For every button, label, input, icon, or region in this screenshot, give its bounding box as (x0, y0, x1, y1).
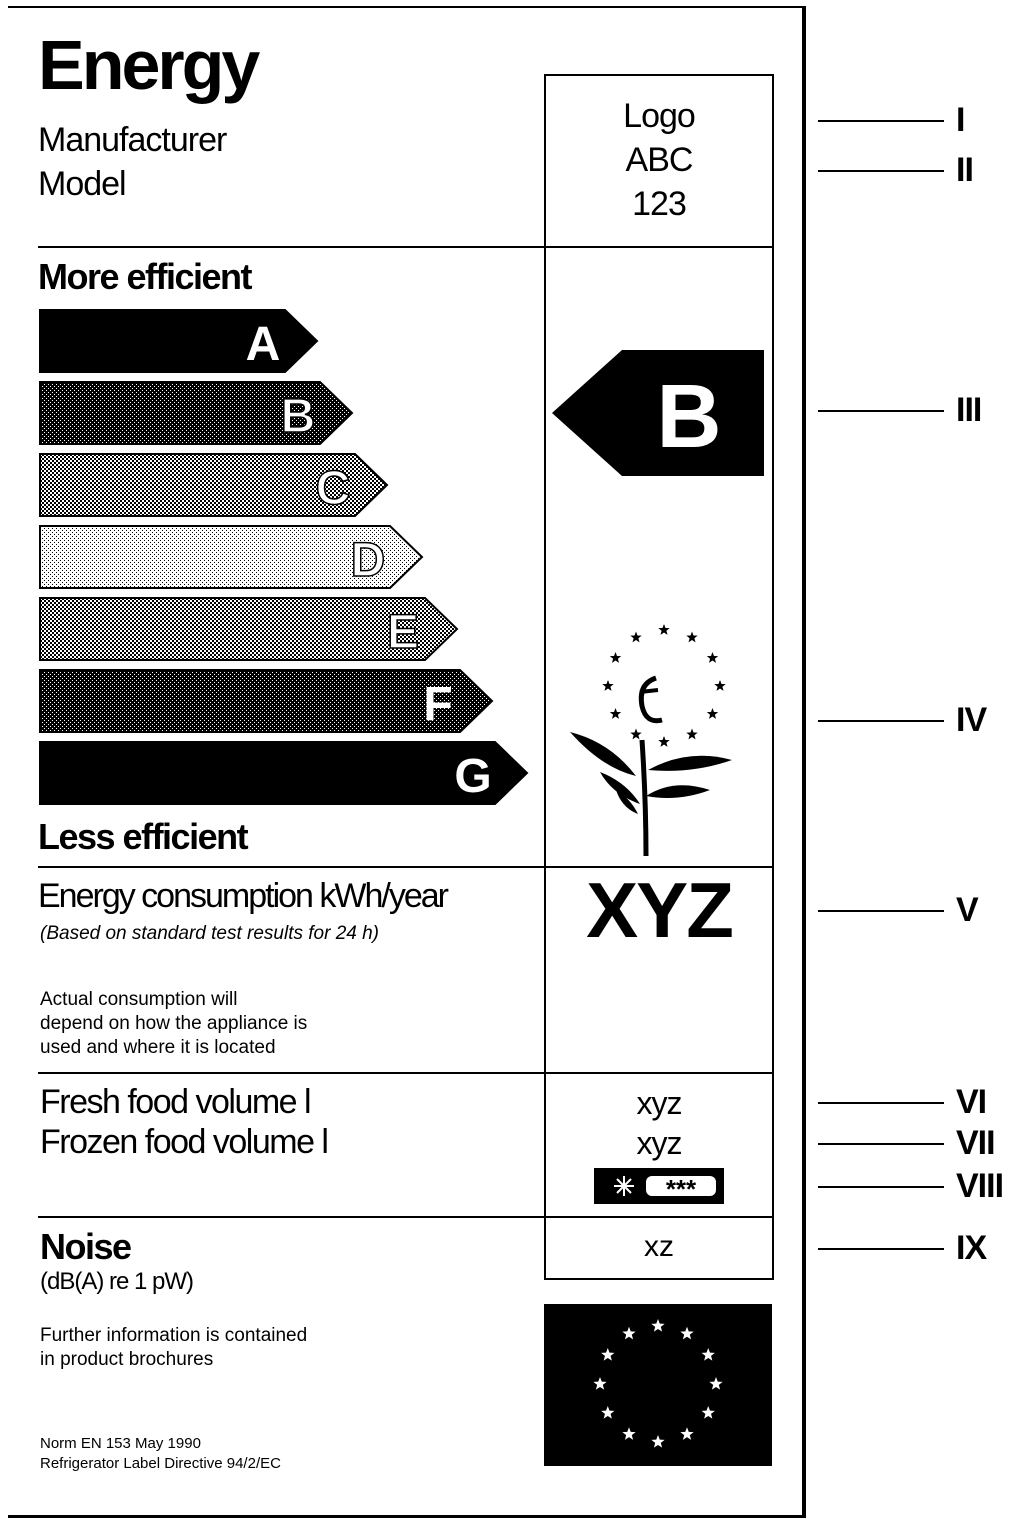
info-line-2: in product brochures (40, 1349, 214, 1370)
label-title: Energy (38, 26, 260, 104)
consumption-label: Energy consumption kWh/year (38, 877, 449, 915)
flower-star (686, 728, 698, 740)
fresh-food-label: Fresh food volume l (40, 1083, 312, 1121)
logo-value: Logo (623, 97, 696, 135)
annotation-leader-line (818, 1248, 944, 1250)
annotation-leader-line (818, 1186, 944, 1188)
efficiency-bar-a (39, 309, 319, 373)
efficiency-class-f: F (423, 678, 452, 731)
efficiency-bar-g (39, 741, 529, 805)
flag-star (709, 1377, 723, 1390)
energy-label-frame (8, 6, 806, 1518)
efficiency-class-b: B (281, 390, 316, 443)
flag-star (593, 1377, 607, 1390)
annotation-leader-line (818, 1102, 944, 1104)
manufacturer-value: ABC (625, 141, 694, 179)
efficiency-bar-d (39, 525, 424, 589)
flower-star (602, 680, 614, 691)
frozen-food-value: xyz (636, 1125, 683, 1161)
annotation-marker: II (956, 151, 974, 189)
consumption-disclaimer-1: Actual consumption will (40, 989, 238, 1010)
efficiency-class-a: A (246, 318, 281, 371)
divider-header (38, 246, 774, 248)
efficiency-class-e: E (387, 606, 419, 659)
flag-star (622, 1427, 636, 1440)
info-line-1: Further information is contained (40, 1325, 308, 1346)
noise-value: xz (644, 1230, 674, 1263)
flag-star (701, 1348, 715, 1361)
directive-text: Refrigerator Label Directive 94/2/EC (40, 1455, 281, 1472)
model-value: 123 (632, 185, 687, 223)
flag-star (680, 1326, 694, 1340)
annotation-marker: V (956, 891, 979, 929)
annotation-leader-line (818, 1143, 944, 1145)
efficiency-bar-c (39, 453, 389, 517)
flower-star (706, 708, 719, 719)
flower-star (706, 652, 719, 663)
eu-flower-icon (570, 624, 732, 857)
annotation-marker: VII (956, 1124, 996, 1162)
flag-star (601, 1348, 615, 1361)
flower-star (609, 652, 622, 663)
annotation-marker: VI (956, 1083, 987, 1121)
efficiency-bar-f (39, 669, 494, 733)
divider-efficiency (38, 866, 774, 868)
flower-star (609, 708, 622, 719)
annotation-marker: I (956, 101, 966, 139)
efficiency-class-c: C (316, 462, 351, 515)
flag-star (680, 1427, 694, 1440)
fresh-food-value: xyz (636, 1085, 683, 1121)
noise-unit: (dB(A) re 1 pW) (40, 1268, 194, 1295)
flag-star (622, 1326, 636, 1340)
annotation-leader-line (818, 120, 944, 122)
flower-star (658, 736, 670, 747)
more-efficient-label: More efficient (38, 256, 253, 297)
consumption-disclaimer-2: depend on how the appliance is (40, 1013, 308, 1034)
annotation-marker: IX (956, 1229, 987, 1267)
efficiency-class-g: G (454, 750, 491, 803)
consumption-note: (Based on standard test results for 24 h… (40, 923, 380, 944)
eu-flag-icon (544, 1304, 772, 1466)
freezer-stars-text: *** (666, 1174, 697, 1204)
consumption-disclaimer-3: used and where it is located (40, 1037, 276, 1058)
flag-star (601, 1406, 615, 1419)
divider-consumption (38, 1072, 774, 1074)
manufacturer-label: Manufacturer (38, 121, 227, 159)
efficiency-bar-e (39, 597, 459, 661)
value-column-box (544, 74, 774, 1280)
divider-volumes (38, 1216, 774, 1218)
model-label: Model (38, 165, 127, 203)
flag-star (651, 1435, 665, 1448)
frozen-food-label: Frozen food volume l (40, 1123, 329, 1161)
noise-label: Noise (40, 1226, 132, 1267)
freezer-star-rating-icon: *** (594, 1168, 724, 1204)
flag-star (651, 1319, 665, 1332)
annotation-leader-line (818, 720, 944, 722)
flower-star (658, 624, 670, 635)
consumption-value: XYZ (586, 866, 734, 954)
annotation-marker: III (956, 391, 982, 429)
efficiency-class-d: D (351, 534, 386, 587)
flower-star (630, 631, 642, 643)
norm-text: Norm EN 153 May 1990 (40, 1435, 201, 1452)
annotation-leader-line (818, 910, 944, 912)
rating-arrow: B (552, 350, 764, 476)
annotation-marker: VIII (956, 1167, 1004, 1205)
annotation-marker: IV (956, 701, 987, 739)
less-efficient-label: Less efficient (38, 816, 249, 857)
annotation-leader-line (818, 170, 944, 172)
rating-letter: B (657, 367, 722, 467)
flower-star (714, 680, 726, 691)
flower-star (630, 728, 642, 740)
annotation-leader-line (818, 410, 944, 412)
flower-star (686, 631, 698, 643)
flag-star (701, 1406, 715, 1419)
efficiency-bar-b (39, 381, 354, 445)
